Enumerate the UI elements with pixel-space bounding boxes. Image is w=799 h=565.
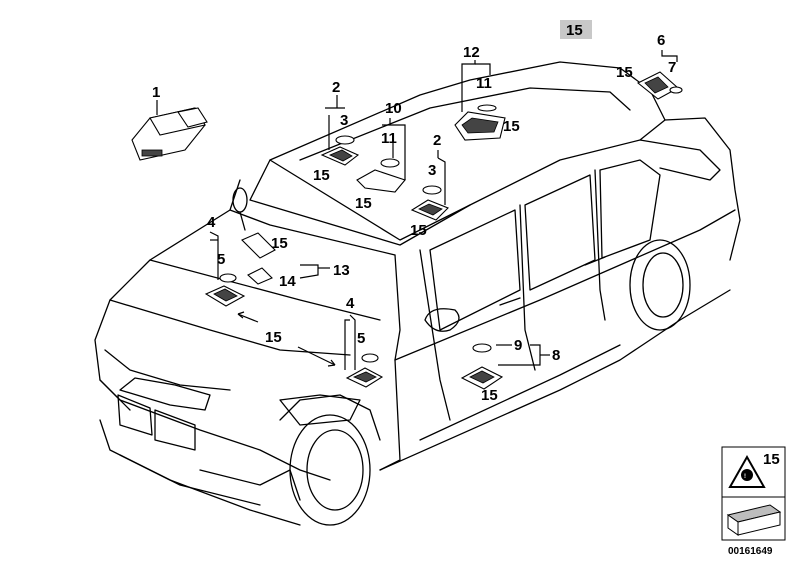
arrow-right-icon (726, 504, 782, 536)
callout-12: 12 (463, 44, 480, 61)
roof-console-part (454, 104, 506, 141)
callout-13: 13 (333, 262, 350, 279)
footwell-lamp-part (204, 285, 246, 307)
callout-15: 15 (503, 118, 520, 135)
callout-10: 10 (385, 100, 402, 117)
callout-15: 15 (355, 195, 372, 212)
callout-2: 2 (433, 132, 441, 149)
icon-callout-15: 15 (763, 451, 780, 468)
glovebox-lamp-part (219, 232, 276, 285)
callout-15: 15 (616, 64, 633, 81)
luggage-lamp-part (636, 71, 683, 100)
callout-11: 11 (381, 130, 397, 147)
callout-15: 15 (410, 222, 427, 239)
callout-15: 15 (481, 387, 498, 404)
callout-5: 5 (217, 251, 225, 268)
svg-text:!: ! (744, 474, 746, 480)
callout-5: 5 (357, 330, 365, 347)
center-lamp-part (356, 158, 406, 193)
door-lamp-part (345, 353, 384, 388)
callout-labels: 15 1 2 3 15 10 11 15 2 3 15 12 11 15 6 7… (152, 20, 676, 404)
callout-15-highlighted: 15 (566, 22, 583, 39)
warning-triangle-icon: ! (728, 454, 766, 488)
callout-4: 4 (346, 295, 355, 312)
callout-1: 1 (152, 84, 160, 101)
callout-7: 7 (668, 59, 676, 76)
callout-11: 11 (476, 75, 492, 92)
reference-icon-panel: ! 15 (721, 446, 786, 541)
document-number: 00161649 (728, 546, 773, 557)
interior-lamp-right-part (410, 185, 449, 221)
interior-lamp-left-part (320, 135, 360, 166)
callout-2: 2 (332, 79, 340, 96)
callout-15: 15 (313, 167, 330, 184)
rear-door-lamp-part (460, 343, 504, 390)
callout-9: 9 (514, 337, 522, 354)
car-outline (94, 61, 741, 526)
callout-8: 8 (552, 347, 560, 364)
callout-6: 6 (657, 32, 665, 49)
callout-4: 4 (207, 214, 216, 231)
callout-15: 15 (265, 329, 282, 346)
highlight-box (560, 20, 592, 39)
leader-lines (156, 50, 678, 370)
callout-3: 3 (340, 112, 348, 129)
callout-3: 3 (428, 162, 436, 179)
control-module-part (131, 107, 208, 161)
callout-14: 14 (279, 273, 296, 290)
callout-15: 15 (271, 235, 288, 252)
